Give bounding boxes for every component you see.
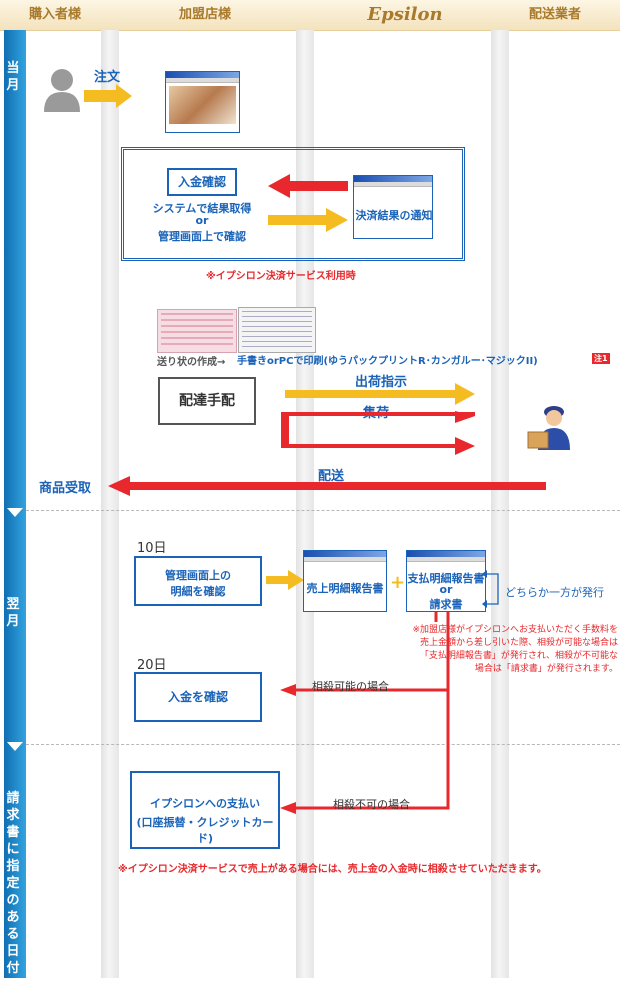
offset-impossible-label: 相殺不可の場合 [333, 798, 410, 811]
lane-epsilon [296, 30, 314, 978]
epsilon-payment-line-2: (口座振替・クレジットカード) [136, 816, 274, 845]
bottom-note: ※イプシロン決済サービスで売上がある場合には、売上金の入金時に相殺させていただき… [118, 864, 547, 875]
payment-report-or: or [439, 583, 453, 596]
divider-next-month [26, 510, 620, 511]
check-details-line-1: 管理画面上の [165, 569, 231, 582]
column-buyer: 購入者様 [28, 7, 81, 22]
column-merchant: 加盟店様 [178, 7, 231, 22]
courier-person-icon [527, 406, 570, 450]
shipping-label-2 [238, 307, 316, 353]
epsilon-payment-box: イプシロンへの支払い (口座振替・クレジットカード) [130, 771, 280, 849]
shipping-label-1 [157, 309, 237, 353]
offset-possible-label: 相殺可能の場合 [312, 680, 389, 693]
sales-report-window [303, 550, 387, 612]
day-20-label: 20日 [137, 658, 167, 673]
settlement-frame [121, 147, 465, 261]
pickup-arrow [281, 411, 475, 455]
check-details-box: 管理画面上の 明細を確認 [134, 556, 262, 606]
ship-instruction-label: 出荷指示 [355, 375, 408, 390]
epsilon-service-note: ※イプシロン決済サービス利用時 [206, 271, 356, 282]
buyer-avatar-icon [44, 69, 80, 112]
day-10-label: 10日 [137, 541, 167, 556]
payment-report-line-1: 支払明細報告書 [407, 572, 485, 585]
settlement-notice-window [353, 175, 433, 239]
check-to-report-arrow [266, 570, 304, 590]
period-current-month: 当月 [6, 61, 20, 93]
lane-merchant [101, 30, 119, 978]
waybill-print-label: 手書きorPCで印刷(ゆうパックプリントR･カンガルー･マジックII) [237, 356, 538, 367]
note-1-badge: 注1 [592, 353, 610, 364]
offset-note-line-2: 売上金額から差し引いた際、相殺が可能な場合は [419, 638, 618, 648]
offset-note-line-4: 場合は「請求書」が発行されます。 [474, 664, 618, 674]
waybill-create-label: 送り状の作成→ [157, 357, 226, 368]
payment-check-method-or: or [195, 214, 209, 227]
order-arrow [84, 84, 132, 108]
either-one-label: どちらか一方が発行 [505, 586, 604, 599]
period-triangle-2 [7, 742, 23, 751]
period-triangle-1 [7, 508, 23, 517]
delivery-arrow [108, 476, 546, 496]
check-details-line-2: 明細を確認 [170, 585, 226, 598]
order-label: 注文 [94, 70, 121, 85]
column-epsilon-logo: Epsilon [367, 4, 443, 25]
column-carrier: 配送業者 [528, 7, 581, 22]
delivery-arrange-box: 配達手配 [158, 377, 256, 425]
ship-instruction-arrow [285, 383, 475, 405]
goods-received-label: 商品受取 [39, 481, 92, 496]
payment-report-line-2: 請求書 [429, 598, 463, 611]
result-fetch-arrow [268, 208, 348, 232]
lane-carrier [491, 30, 509, 978]
payment-check-method-1: システムで結果取得 [152, 202, 252, 215]
offset-note-line-3: 「支払明細報告書」が発行され、相殺が不可能な [419, 651, 618, 661]
divider-invoice-date [26, 744, 620, 745]
delivery-label: 配送 [318, 469, 345, 484]
period-invoice-date: 請求書に指定のある日付 [6, 791, 20, 976]
payment-report-window [406, 550, 486, 612]
period-bar [4, 30, 26, 978]
settlement-notice-label: 決済結果の通知 [355, 209, 433, 222]
payment-check-method-2: 管理画面上で確認 [158, 230, 246, 243]
epsilon-payment-line-1: イプシロンへの支払い [150, 797, 260, 810]
payment-check-box: 入金確認 [167, 168, 237, 196]
plus-sign: + [390, 572, 406, 593]
offset-note-line-1: ※加盟店様がイプシロンへお支払いただく手数料を [412, 625, 618, 635]
order-screen-thumbnail [165, 71, 240, 133]
settlement-result-arrow [268, 174, 348, 198]
either-one-bracket [482, 570, 499, 608]
sales-report-label: 売上明細報告書 [306, 582, 384, 595]
offset-note: ※加盟店様がイプシロンへお支払いただく手数料を 売上金額から差し引いた際、相殺が… [382, 624, 618, 676]
confirm-payment-box: 入金を確認 [134, 672, 262, 722]
period-next-month: 翌月 [6, 597, 20, 629]
